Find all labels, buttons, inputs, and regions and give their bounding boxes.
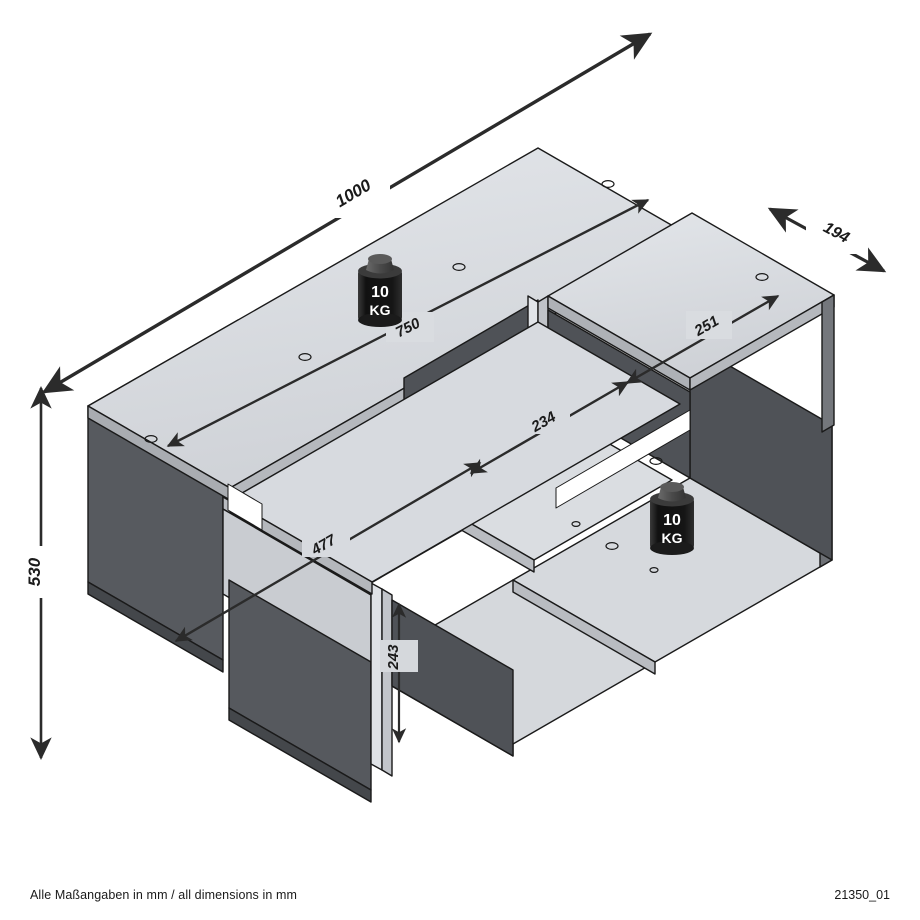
load-capacity-icon-upper: 10 KG (358, 254, 402, 327)
drill-hole (605, 541, 619, 550)
weight-body (358, 268, 402, 323)
dimension-label-overall-height: 530 (25, 557, 44, 586)
lower-middle-left-side-bottom (228, 707, 372, 803)
drill-hole (649, 457, 663, 466)
weight-body-bottom (358, 313, 402, 327)
load-weight-value: 10 (371, 284, 389, 301)
weight-body (650, 496, 694, 551)
dimension-compartment-height: 243 (380, 602, 418, 744)
drill-hole (649, 566, 659, 573)
dimension-label-compartment-height: 243 (385, 644, 402, 671)
dimension-mid-compartment-width: 234 (469, 380, 630, 475)
lower-right-floor-front-edge (512, 579, 656, 675)
load-weight-value: 10 (663, 512, 681, 529)
lower-right-module (512, 342, 833, 675)
drill-hole (601, 180, 615, 189)
upper-right-side-panel-outer (821, 294, 835, 433)
load-capacity-icon-lower: 10 KG (650, 482, 694, 555)
weight-handle-top (368, 254, 392, 264)
dimension-right-shelf-width: 251 (625, 294, 780, 385)
load-weight-unit: KG (662, 530, 683, 546)
weight-handle-top (660, 482, 684, 492)
footer-units-note: Alle Maßangaben in mm / all dimensions i… (30, 888, 298, 902)
dimension-overall-height: 530 (18, 385, 64, 761)
weight-body-bottom (650, 541, 694, 555)
dimension-overall-depth: 194 (767, 207, 887, 273)
dimension-lower-shelf-width: 477 (174, 461, 482, 643)
drill-hole (144, 435, 158, 444)
dimension-line (625, 294, 780, 385)
load-weight-unit: KG (370, 302, 391, 318)
drill-hole (755, 273, 769, 282)
lower-divider-panel-inner (381, 588, 393, 777)
footer-product-code: 21350_01 (834, 888, 890, 902)
drawing-footer: Alle Maßangaben in mm / all dimensions i… (0, 886, 920, 904)
lower-divider-panel-face (370, 582, 383, 771)
drill-hole (571, 520, 581, 527)
